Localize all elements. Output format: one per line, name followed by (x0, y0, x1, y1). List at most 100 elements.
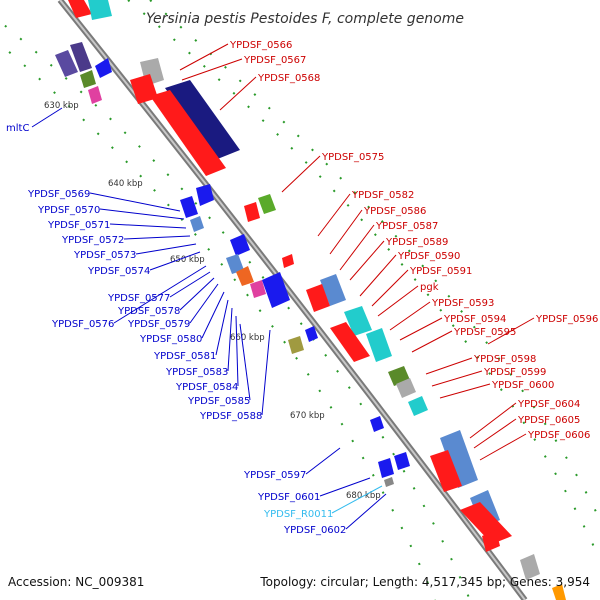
gene-label[interactable]: YPDSF_0576 (51, 319, 114, 330)
gene-block[interactable] (440, 430, 478, 488)
gene-label[interactable]: YPDSF_0579 (127, 319, 190, 330)
gene-label[interactable]: YPDSF_0591 (409, 266, 472, 277)
gene-label[interactable]: YPDSF_0567 (243, 55, 306, 66)
gene-label[interactable]: YPDSF_0577 (107, 293, 170, 304)
gene-label[interactable]: YPDSF_0585 (187, 396, 250, 407)
gene-label[interactable]: YPDSF_0604 (517, 399, 580, 410)
label-leader-line (219, 76, 257, 111)
label-leader-line (113, 265, 207, 324)
label-leader-line (109, 223, 187, 229)
gene-label[interactable]: YPDSF_0595 (453, 327, 516, 338)
label-leader-line (281, 155, 321, 193)
gene-label[interactable]: YPDSF_0583 (165, 367, 228, 378)
gene-block[interactable] (305, 326, 318, 342)
gene-block[interactable] (150, 90, 226, 176)
gene-block[interactable] (226, 254, 244, 274)
gene-block[interactable] (68, 0, 92, 18)
gene-label[interactable]: YPDSF_R0011 (263, 509, 333, 520)
label-leader-line (473, 418, 517, 449)
gene-block[interactable] (306, 284, 330, 312)
gene-block[interactable] (408, 396, 428, 416)
gene-block[interactable] (250, 280, 266, 298)
gene-label[interactable]: YPDSF_0602 (283, 525, 346, 536)
reverse-genes (55, 42, 410, 487)
gene-block[interactable] (330, 322, 370, 362)
gene-block[interactable] (384, 477, 394, 487)
gene-label[interactable]: YPDSF_0600 (491, 380, 554, 391)
gene-block[interactable] (70, 42, 92, 72)
gene-labels: mltCYPDSF_0569YPDSF_0570YPDSF_0571YPDSF_… (6, 40, 598, 536)
gene-label[interactable]: YPDSF_0571 (47, 220, 110, 231)
label-leader-line (331, 485, 383, 514)
gene-label[interactable]: YPDSF_0572 (61, 235, 124, 246)
gene-label[interactable]: YPDSF_0601 (257, 492, 320, 503)
gene-block[interactable] (95, 58, 112, 78)
gene-block[interactable] (80, 70, 96, 88)
gene-label[interactable]: YPDSF_0568 (257, 73, 320, 84)
gene-block[interactable] (344, 306, 372, 336)
label-leader-line (431, 370, 483, 387)
gene-block[interactable] (520, 554, 540, 580)
gene-block[interactable] (55, 50, 78, 77)
label-leader-line (123, 235, 191, 240)
gene-label[interactable]: YPDSF_0566 (229, 40, 292, 51)
gene-block[interactable] (282, 254, 294, 268)
gene-label[interactable]: YPDSF_0589 (385, 237, 448, 248)
label-leader-line (479, 433, 527, 461)
gene-label[interactable]: YPDSF_0598 (473, 354, 536, 365)
gene-label[interactable]: YPDSF_0569 (27, 189, 90, 200)
gene-block[interactable] (236, 266, 254, 286)
gene-label[interactable]: YPDSF_0580 (139, 334, 202, 345)
gene-block[interactable] (320, 274, 346, 306)
gene-label[interactable]: YPDSF_0599 (483, 367, 546, 378)
gene-label[interactable]: YPDSF_0590 (397, 251, 460, 262)
gene-label[interactable]: YPDSF_0570 (37, 205, 100, 216)
gene-block[interactable] (88, 0, 112, 20)
gene-block[interactable] (88, 86, 102, 104)
gene-label[interactable]: YPDSF_0606 (527, 430, 590, 441)
gene-label[interactable]: YPDSF_0578 (117, 306, 180, 317)
gene-block[interactable] (180, 196, 198, 218)
gene-block[interactable] (262, 272, 290, 308)
gene-label[interactable]: YPDSF_0573 (73, 250, 136, 261)
label-leader-line (371, 269, 409, 307)
label-leader-line (359, 254, 397, 297)
gene-block[interactable] (552, 584, 566, 600)
gene-label[interactable]: YPDSF_0574 (87, 266, 150, 277)
gene-label[interactable]: YPDSF_0584 (175, 382, 238, 393)
gene-label[interactable]: YPDSF_0605 (517, 415, 580, 426)
gene-block[interactable] (366, 328, 392, 362)
gene-label[interactable]: pgk (420, 282, 439, 293)
gene-block[interactable] (244, 202, 260, 222)
gene-label[interactable]: YPDSF_0586 (363, 206, 426, 217)
gene-block[interactable] (378, 458, 394, 478)
gene-label[interactable]: YPDSF_0587 (375, 221, 438, 232)
gene-label[interactable]: YPDSF_0575 (321, 152, 384, 163)
gene-label[interactable]: mltC (6, 123, 29, 134)
gene-block[interactable] (396, 378, 416, 398)
gene-block[interactable] (482, 530, 500, 552)
gene-block[interactable] (460, 502, 512, 544)
gene-block[interactable] (430, 450, 462, 492)
gene-block[interactable] (230, 234, 250, 256)
tick-label: 640 kbp (108, 179, 143, 189)
gene-block[interactable] (190, 216, 204, 232)
gene-label[interactable]: YPDSF_0588 (199, 411, 262, 422)
gene-block[interactable] (258, 194, 276, 214)
gene-block[interactable] (394, 452, 410, 470)
label-leader-line (425, 357, 473, 375)
gene-block[interactable] (196, 184, 214, 206)
gene-label[interactable]: YPDSF_0582 (351, 190, 414, 201)
gene-label[interactable]: YPDSF_0594 (443, 314, 506, 325)
tick-label: 660 kbp (230, 333, 265, 343)
label-leader-line (339, 224, 375, 271)
gene-label[interactable]: YPDSF_0593 (431, 298, 494, 309)
gene-label[interactable]: YPDSF_0581 (153, 351, 216, 362)
gene-block[interactable] (370, 416, 384, 432)
gene-block[interactable] (288, 336, 304, 354)
gene-label[interactable]: YPDSF_0597 (243, 470, 306, 481)
label-leader-line (411, 330, 453, 353)
gene-label[interactable]: YPDSF_0596 (535, 314, 598, 325)
gene-block[interactable] (165, 80, 240, 160)
